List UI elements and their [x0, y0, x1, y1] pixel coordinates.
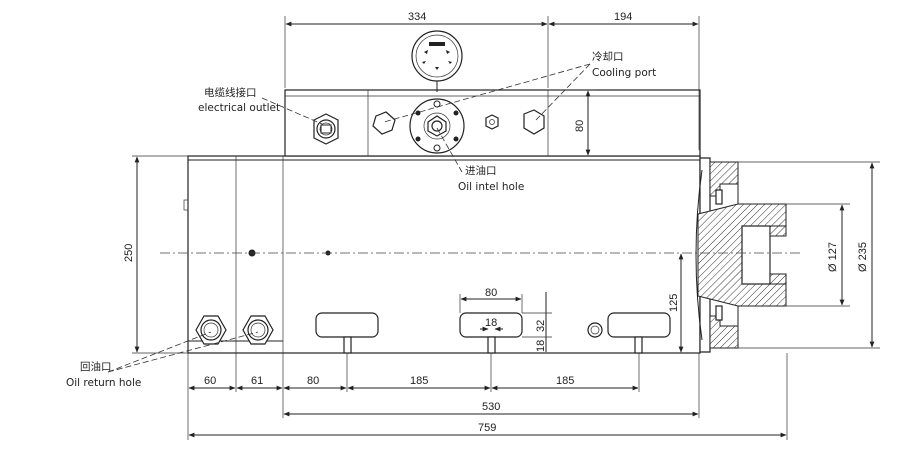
dim-61: 61: [251, 375, 263, 387]
dim-port-width: 80: [485, 287, 497, 299]
dim-125: 125: [668, 294, 680, 312]
oil-return-label-cn: 回油口: [80, 360, 112, 373]
electrical-outlet-label-cn: 电缆线接口: [204, 86, 257, 99]
dim-80-bottom: 80: [307, 375, 319, 387]
cooling-port-right: [523, 109, 545, 135]
dim-port-32: 32: [535, 320, 547, 332]
dim-530: 530: [482, 401, 500, 413]
mounting-pad: [607, 312, 671, 354]
electrical-outlet: [313, 113, 339, 145]
spindle-flange: [695, 157, 787, 353]
dim-185-b: 185: [556, 375, 574, 387]
dim-port-gap: 18: [485, 317, 497, 329]
dim-port-18: 18: [535, 340, 547, 352]
cooling-port-label-cn: 冷却口: [592, 50, 624, 63]
oil-inlet-flange: [409, 98, 465, 154]
dim-dia-127: Ø 127: [827, 242, 839, 272]
oil-inlet-label-cn: 进油口: [465, 164, 497, 177]
mounting-pad: [315, 312, 379, 354]
dim-60: 60: [204, 375, 216, 387]
oil-return-fitting-right: [242, 315, 274, 345]
dim-dia-235: Ø 235: [857, 242, 869, 272]
dim-185-a: 185: [410, 375, 428, 387]
electrical-outlet-label-en: electrical outlet: [198, 102, 280, 114]
cooling-port-left: [372, 111, 396, 135]
small-nut: [485, 114, 499, 130]
dim-250: 250: [123, 244, 135, 262]
machine-body: [183, 155, 701, 354]
drain-plug: [587, 322, 603, 338]
dim-194: 194: [614, 11, 632, 23]
pressure-gauge: [411, 30, 463, 92]
dim-759: 759: [478, 422, 496, 434]
mounting-pad: [459, 312, 523, 354]
dim-80-height: 80: [574, 120, 586, 132]
oil-return-label-en: Oil return hole: [66, 377, 141, 389]
oil-inlet-label-en: Oil intel hole: [458, 181, 524, 193]
dim-334: 334: [408, 11, 426, 23]
cooling-port-label-en: Cooling port: [592, 67, 656, 79]
oil-return-fitting-left: [195, 315, 227, 345]
